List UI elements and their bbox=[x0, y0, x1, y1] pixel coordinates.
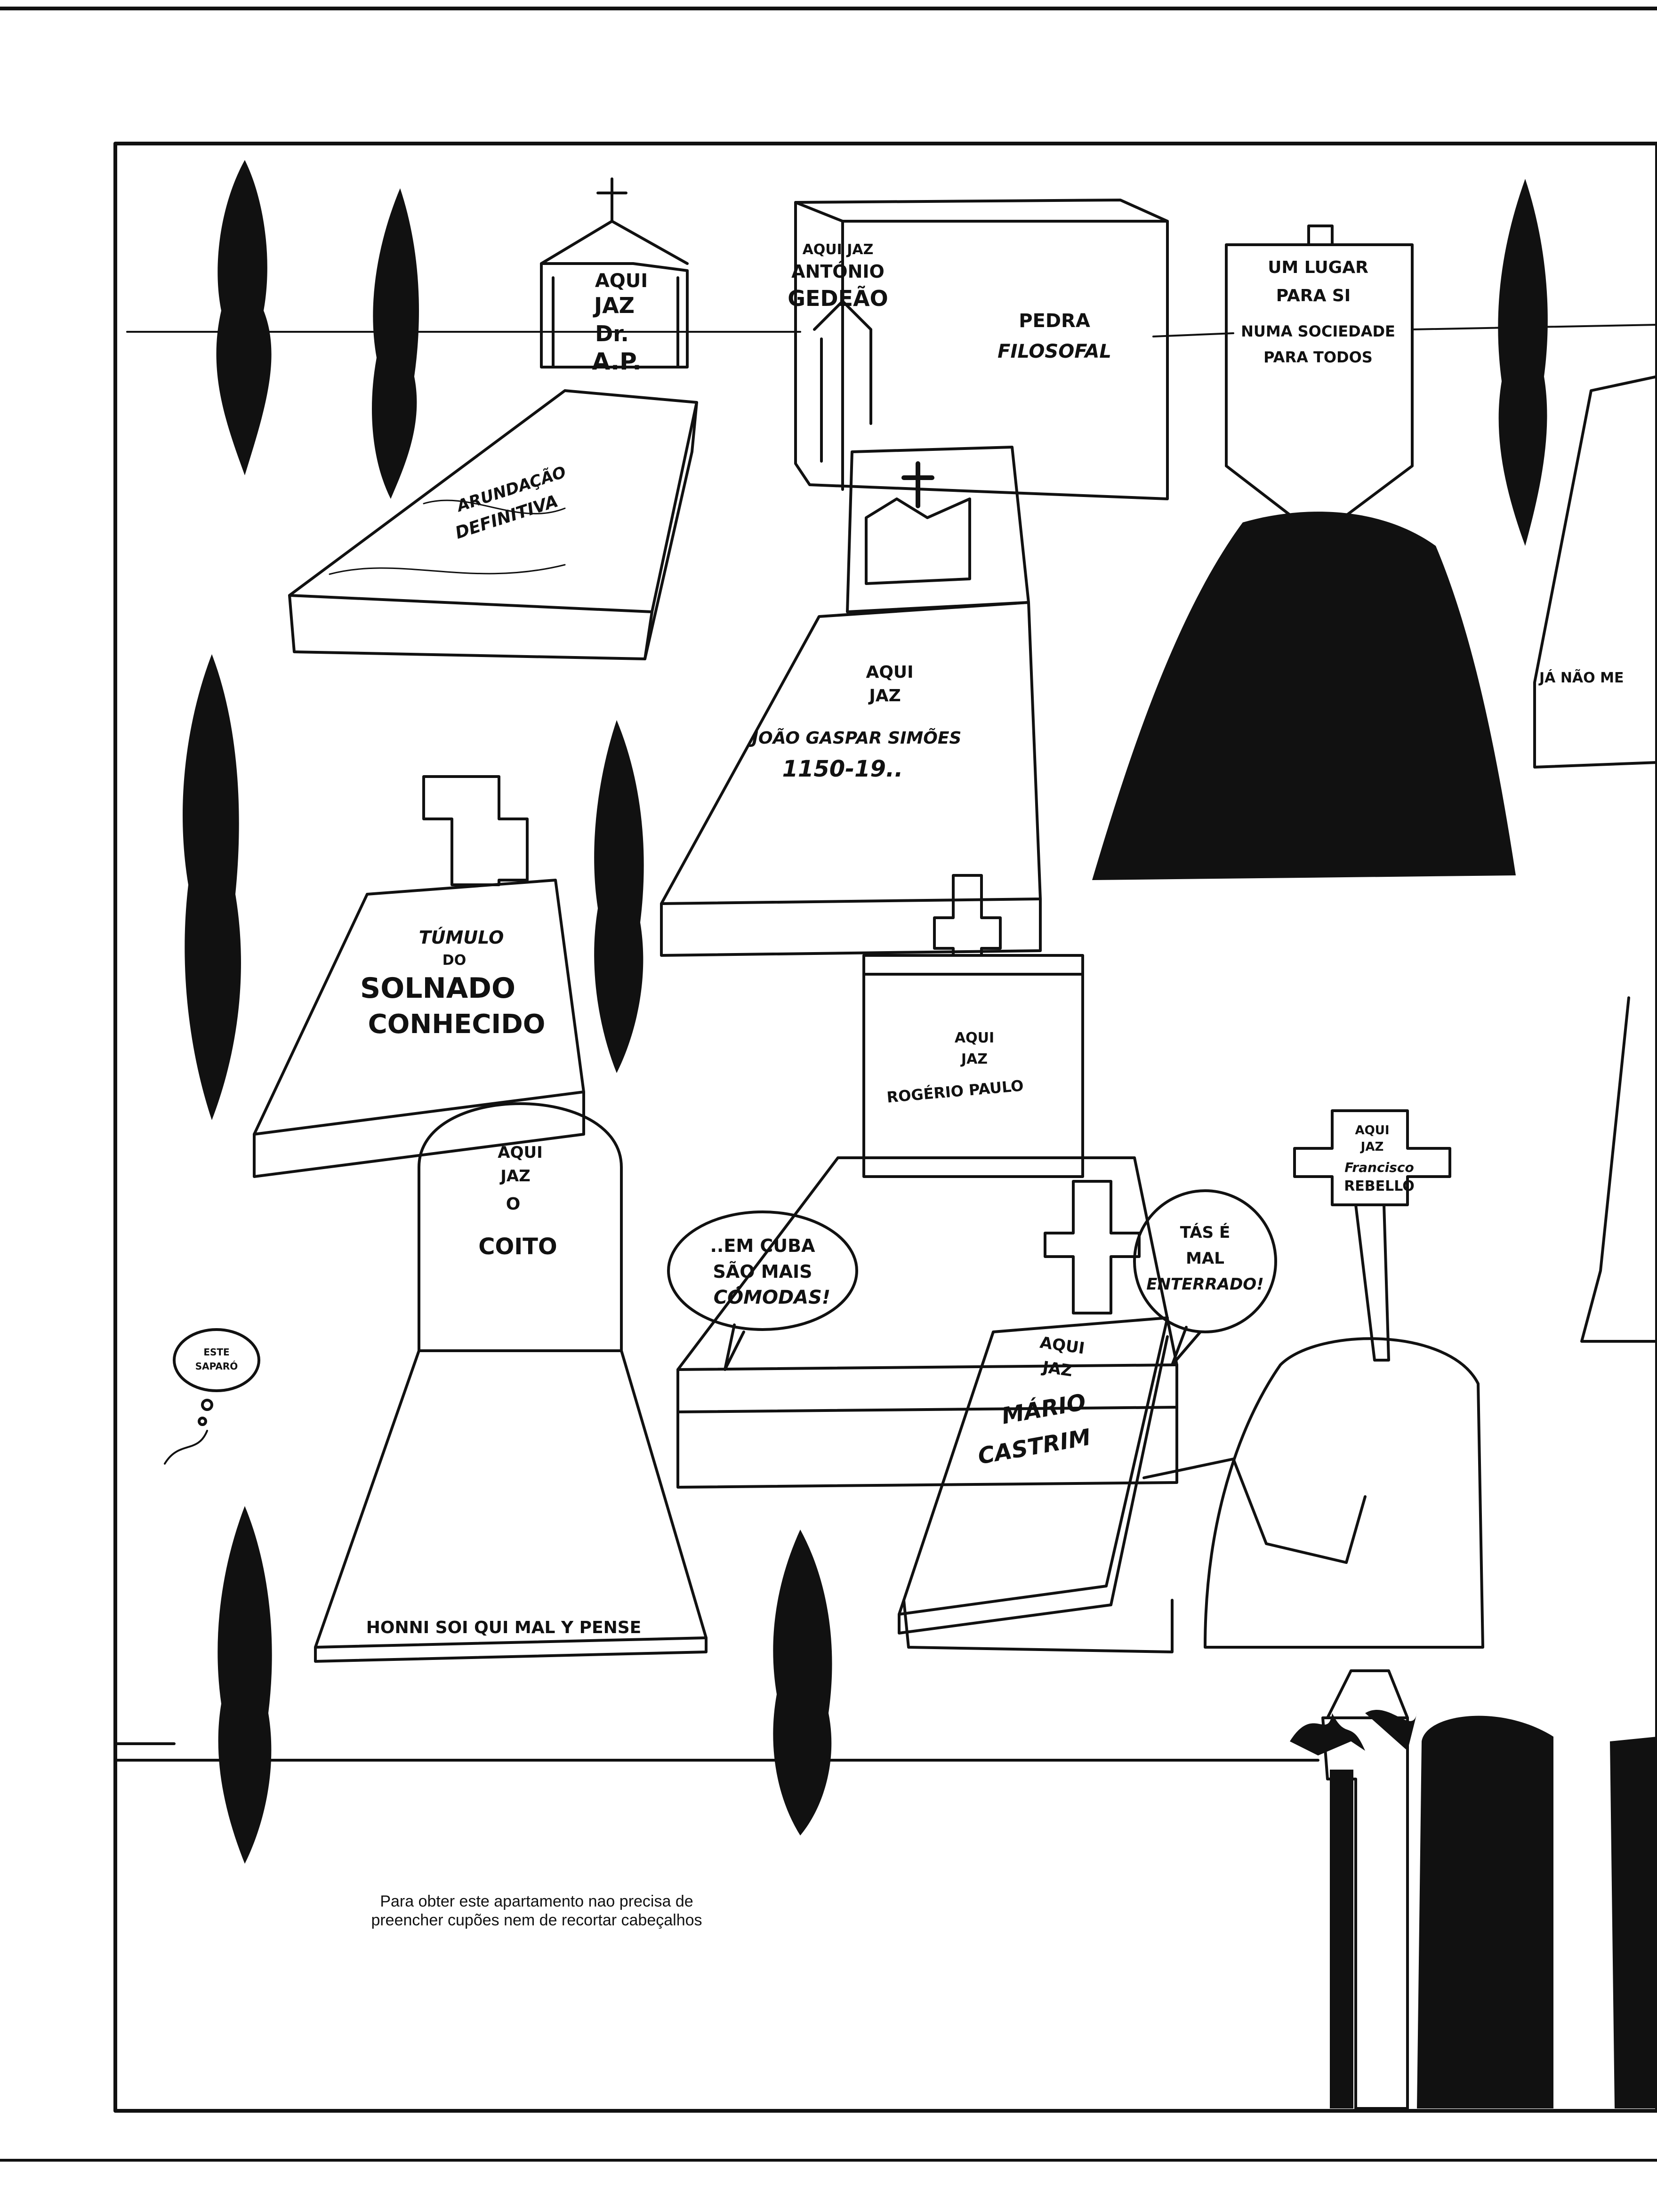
rebello-line1: AQUI bbox=[1355, 1123, 1389, 1138]
sign-line1: UM LUGAR bbox=[1268, 258, 1368, 277]
solnado-line4: CONHECIDO bbox=[368, 1009, 546, 1040]
ap-line4: A.P. bbox=[592, 348, 641, 375]
bat-left bbox=[1290, 1713, 1365, 1755]
rebello-line2: JAZ bbox=[1360, 1140, 1384, 1154]
gedeao-line1: AQUI JAZ bbox=[803, 241, 874, 258]
grave-gedeao bbox=[794, 199, 1169, 500]
cypress-tree-3 bbox=[183, 654, 241, 1120]
right-edge-grave bbox=[1533, 375, 1657, 769]
rogerio-line3: ROGÉRIO PAULO bbox=[886, 1076, 1024, 1106]
cuba-bubble-line1: ..EM CUBA bbox=[710, 1235, 816, 1256]
crypt-doorway bbox=[1417, 1715, 1553, 2108]
gedeao-side-line1: PEDRA bbox=[1019, 310, 1090, 332]
solnado-line3: SOLNADO bbox=[360, 972, 515, 1005]
cypress-tree-5 bbox=[217, 1506, 272, 1864]
sapo-bubble-outline bbox=[173, 1328, 260, 1392]
grave-ap bbox=[288, 177, 698, 660]
rebello-line4: REBELLO bbox=[1344, 1178, 1415, 1194]
enterrado-bubble-outline bbox=[1133, 1189, 1277, 1333]
ap-line2: JAZ bbox=[593, 293, 635, 318]
gedeao-line2: ANTÓNIO bbox=[791, 261, 885, 282]
coito-line4: COITO bbox=[478, 1234, 557, 1260]
horizon-line bbox=[126, 324, 1657, 337]
cypress-tree-1 bbox=[216, 160, 272, 475]
cypress-tree-6 bbox=[773, 1530, 832, 1835]
gedeao-side-line2: FILOSOFAL bbox=[997, 341, 1111, 362]
enterrado-bubble-line2: MAL bbox=[1186, 1249, 1224, 1268]
gedeao-line3: GEDEÃO bbox=[788, 285, 888, 311]
rebello-line3: Francisco bbox=[1344, 1160, 1414, 1175]
castrim-line3: MÁRIO bbox=[999, 1388, 1088, 1429]
castrim-line1: AQUI bbox=[1038, 1333, 1086, 1358]
solnado-line1: TÚMULO bbox=[419, 927, 504, 948]
cuba-bubble-line3: CÓMODAS! bbox=[714, 1286, 830, 1308]
caption: Para obter este apartamento nao precisa … bbox=[273, 1892, 800, 1930]
cypress-tree-4 bbox=[594, 720, 644, 1073]
castrim-line2: JAZ bbox=[1040, 1358, 1074, 1381]
solnado-line2: DO bbox=[442, 952, 466, 969]
simoes-line4: 1150-19.. bbox=[782, 756, 903, 782]
cypress-tree-7 bbox=[1498, 179, 1548, 546]
grave-coito bbox=[314, 1102, 708, 1663]
cuba-bubble-outline bbox=[667, 1210, 858, 1331]
sapo-bubble-line2: SAPARÓ bbox=[195, 1361, 238, 1372]
sapo-bubble-line1: ESTE bbox=[203, 1346, 229, 1358]
enterrado-bubble-line1: TÁS É bbox=[1180, 1223, 1230, 1242]
cuba-bubble-line2: SÃO MAIS bbox=[713, 1261, 812, 1282]
grave-rogerio bbox=[676, 874, 1178, 1489]
coito-base: HONNI SOI QUI MAL Y PENSE bbox=[366, 1618, 642, 1637]
sign-line4: PARA TODOS bbox=[1263, 348, 1373, 366]
cypress-tree-2 bbox=[372, 188, 419, 499]
black-fills bbox=[183, 160, 1657, 2108]
simoes-line2: JAZ bbox=[868, 686, 901, 705]
coito-line1: AQUI bbox=[498, 1143, 542, 1162]
grave-castrim bbox=[898, 1180, 1367, 1653]
castrim-line4: CASTRIM bbox=[976, 1424, 1093, 1470]
sign-line3: NUMA SOCIEDADE bbox=[1241, 322, 1395, 340]
rogerio-line2: JAZ bbox=[960, 1051, 988, 1067]
gate-pillar bbox=[1321, 1669, 1409, 2110]
caption-line1: Para obter este apartamento nao precisa … bbox=[380, 1892, 693, 1910]
right-edge-line1: JÁ NÃO ME bbox=[1538, 669, 1624, 686]
cartoon-frame bbox=[113, 142, 1657, 2113]
grave-rebello bbox=[1204, 1109, 1484, 1649]
rogerio-line1: AQUI bbox=[955, 1030, 994, 1046]
black-mound bbox=[1092, 512, 1516, 880]
grave-simoes bbox=[660, 446, 1042, 957]
sign-post bbox=[1225, 224, 1414, 538]
caption-line2: preencher cupões nem de recortar cabeçal… bbox=[371, 1911, 702, 1929]
simoes-line3: JOÃO GASPAR SIMÕES bbox=[749, 728, 962, 748]
sign-line2: PARA SI bbox=[1276, 286, 1351, 305]
coito-line2: JAZ bbox=[499, 1167, 531, 1186]
enterrado-bubble-line3: ENTERRADO! bbox=[1146, 1275, 1263, 1294]
simoes-line1: AQUI bbox=[866, 663, 913, 682]
ap-line3: Dr. bbox=[595, 321, 629, 346]
ap-line1: AQUI bbox=[595, 270, 648, 292]
coito-line3: O bbox=[506, 1194, 521, 1214]
